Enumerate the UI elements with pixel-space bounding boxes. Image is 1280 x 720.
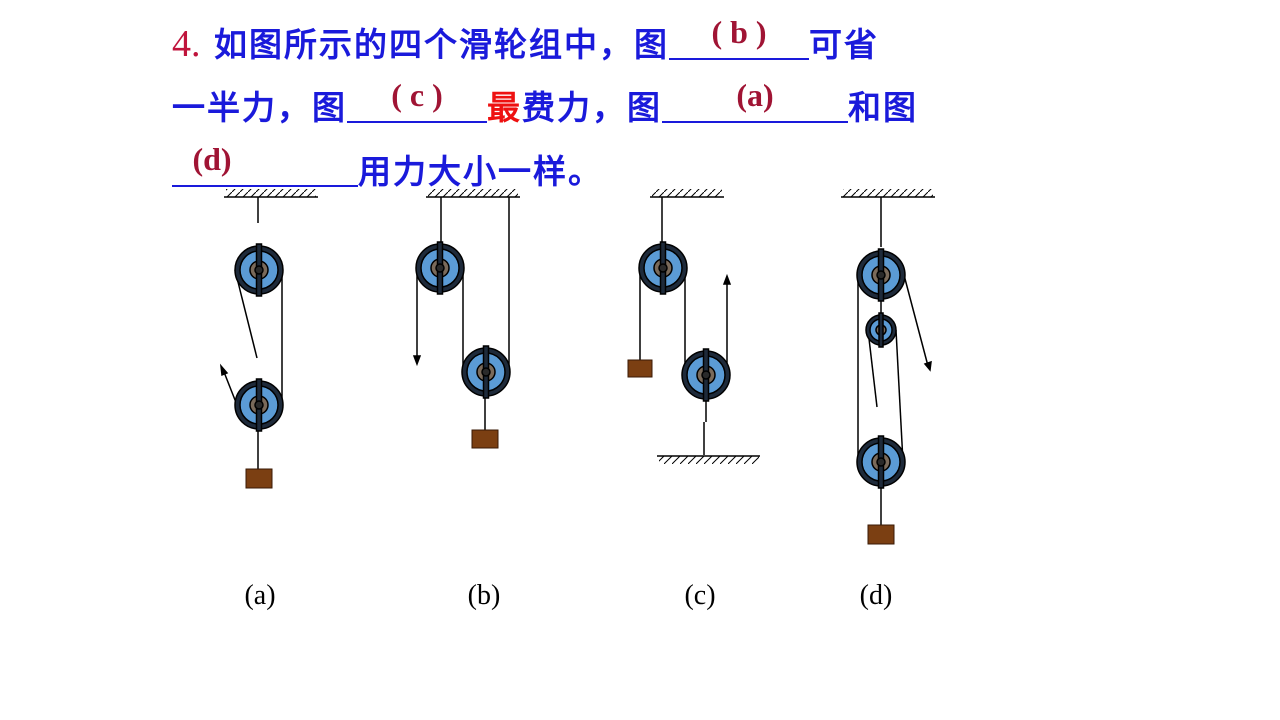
fixed-pulley-a [234,243,284,297]
rope-d3 [867,329,878,408]
answer-blank-1: ( b ) [669,14,809,60]
answer-3: (a) [736,77,774,113]
emphasis-word: 最 [487,88,522,127]
figure-d [841,189,935,545]
question-text-segment: 用力大小一样。 [358,152,603,191]
ground-hatch-c [659,456,759,464]
weight-a [245,468,273,489]
movable-pulley-d [856,435,906,489]
figure-b [412,189,520,449]
answer-blank-2: ( c ) [347,77,487,123]
caption-d: (d) [860,580,893,611]
figure-a [219,189,318,489]
ceiling-hatch-c [652,189,722,197]
question-line-1: 4. 如图所示的四个滑轮组中，图 ( b ) 可省 [172,12,1092,76]
ceiling-hatch-b [428,189,518,197]
question-line-2: 一半力，图 ( c ) 最费力，图 (a) 和图 [172,76,1092,140]
movable-pulley-c [681,348,731,402]
answer-4: (d) [192,141,232,177]
answer-2: ( c ) [391,77,443,113]
answer-blank-3: (a) [662,77,848,123]
fixed-pulley-b [415,241,465,295]
arrow-d [923,360,932,372]
caption-a: (a) [244,580,275,611]
caption-c: (c) [684,580,715,611]
rope-d2 [903,274,929,367]
fixed-pulley-d [856,248,906,302]
question-text-segment: 如图所示的四个滑轮组中，图 [214,25,669,64]
weight-c [627,359,653,378]
ceiling-hatch-d [843,189,933,197]
small-pulley-d [865,312,897,348]
answer-blank-4: (d) [172,141,358,187]
fixed-pulley-c [638,241,688,295]
movable-pulley-a [234,378,284,432]
caption-b: (b) [468,580,501,611]
rope-a2 [234,269,258,359]
movable-pulley-b [461,345,511,399]
question-text-segment: 可省 [809,25,879,64]
question-text-segment: 一半力，图 [172,88,347,127]
ceiling-hatch-a [226,189,316,197]
weight-b [471,429,499,449]
arrow-a [219,363,229,377]
rope-a3 [223,371,238,406]
weight-d [867,524,895,545]
arrow-b [412,355,422,367]
figure-c [627,189,760,464]
answer-1: ( b ) [711,14,767,50]
question-line-3: (d) 用力大小一样。 [172,140,1092,204]
question-number: 4. [172,23,201,65]
question-text-segment: 费力，图 [522,88,662,127]
arrow-c [722,273,732,285]
question-text: 4. 如图所示的四个滑轮组中，图 ( b ) 可省 一半力，图 ( c ) 最费力，图 (… [172,12,1092,204]
rope-d4 [895,329,904,463]
question-text-segment: 和图 [848,88,918,127]
